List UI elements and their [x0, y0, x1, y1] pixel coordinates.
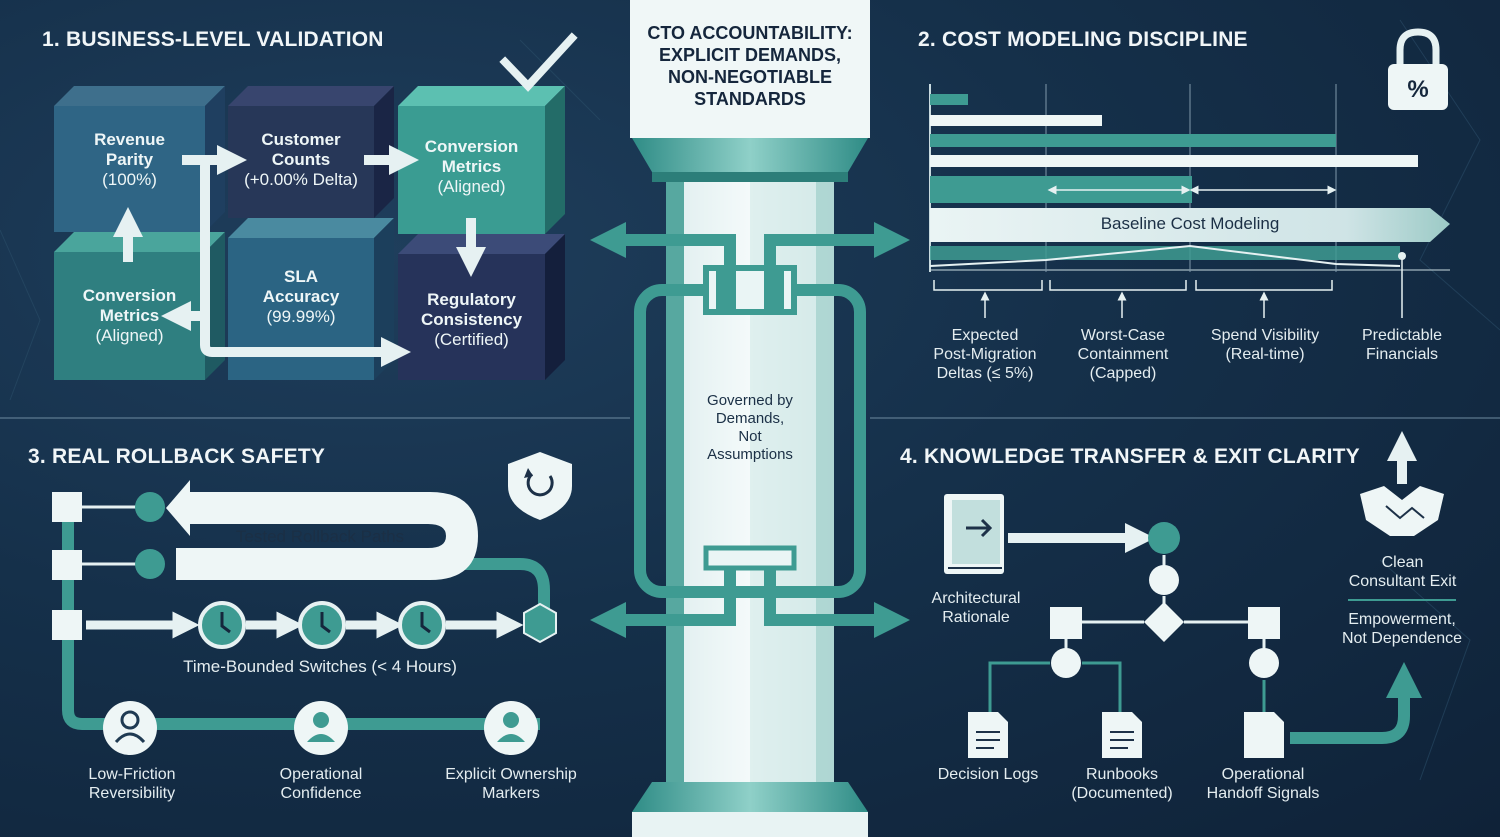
cost-bar — [930, 115, 1102, 126]
runbooks-label: Runbooks (Documented) — [1071, 766, 1173, 802]
time-bounded-label: Time-Bounded Switches (< 4 Hours) — [183, 657, 457, 676]
validation-heading: 1. BUSINESS-LEVEL VALIDATION — [42, 28, 384, 51]
rollback-heading: 3. REAL ROLLBACK SAFETY — [28, 445, 326, 468]
rationale-label: Architectural Rationale — [931, 590, 1021, 626]
ownership-label: Explicit Ownership Markers — [445, 766, 577, 802]
handshake-icon — [1360, 486, 1444, 536]
conversion-metrics-box-bottom: Conversion Metrics (Aligned) — [54, 286, 205, 346]
baseline-label: Baseline Cost Modeling — [1100, 214, 1280, 233]
cto-title: CTO ACCOUNTABILITY: EXPLICIT DEMANDS, NO… — [647, 23, 853, 109]
conversion-metrics-box-top: Conversion Metrics (Aligned) — [398, 137, 545, 197]
pillar-arrows — [590, 222, 910, 638]
box-detail: (Certified) — [434, 330, 509, 349]
shield-icon — [508, 452, 572, 520]
box-detail: (Aligned) — [437, 177, 506, 196]
svg-text:%: % — [1407, 76, 1428, 103]
cost-label-deltas: Expected Post-Migration Deltas (≤ 5%) — [933, 327, 1037, 382]
decision-logs-label: Decision Logs — [937, 766, 1039, 783]
box-title: Conversion Metrics — [82, 286, 177, 325]
cost-heading: 2. COST MODELING DISCIPLINE — [918, 28, 1248, 51]
box-title: Conversion Metrics — [424, 137, 519, 176]
revenue-parity-box: Revenue Parity (100%) — [54, 130, 205, 190]
governed-label: Governed by Demands, Not Assumptions — [707, 392, 793, 463]
book-icon — [944, 494, 1004, 574]
cost-bar — [930, 155, 1418, 167]
cost-label-containment: Worst-Case Containment (Capped) — [1077, 327, 1169, 382]
box-detail: (99.99%) — [266, 307, 336, 326]
clean-exit-label: Clean Consultant Exit — [1348, 554, 1457, 590]
lock-icon: % — [1388, 28, 1448, 110]
check-icon — [499, 32, 578, 92]
handoff-signals-label: Operational Handoff Signals — [1206, 766, 1320, 802]
validation-arrows — [113, 145, 486, 367]
box-title: Regulatory Consistency — [420, 290, 523, 329]
sla-accuracy-box: SLA Accuracy (99.99%) — [228, 267, 374, 327]
regulatory-consistency-box: Regulatory Consistency (Certified) — [398, 290, 545, 350]
cost-label-predictable: Predictable Financials — [1361, 327, 1443, 363]
person-icon — [103, 701, 538, 755]
confidence-label: Operational Confidence — [279, 766, 363, 802]
pillar-connectors — [700, 234, 800, 626]
box-detail: (100%) — [102, 170, 157, 189]
rollback-paths — [52, 480, 557, 730]
document-icon — [968, 712, 1284, 758]
knowledge-heading: 4. KNOWLEDGE TRANSFER & EXIT CLARITY — [900, 445, 1360, 468]
box-title: Revenue Parity — [94, 130, 165, 169]
customer-counts-box: Customer Counts (+0.00% Delta) — [228, 130, 374, 190]
box-detail: (+0.00% Delta) — [244, 170, 358, 189]
reversibility-label: Low-Friction Reversibility — [88, 766, 176, 802]
tested-rollback-label: Tested Rollback Paths — [235, 527, 405, 546]
cost-bar — [930, 94, 968, 105]
cost-bar — [930, 134, 1336, 147]
knowledge-flow — [988, 431, 1422, 744]
cost-chart — [929, 84, 1450, 318]
box-title: SLA Accuracy — [262, 267, 340, 306]
cost-label-visibility: Spend Visibility (Real-time) — [1210, 327, 1320, 363]
clock-icon — [198, 601, 446, 649]
empowerment-label: Empowerment, Not Dependence — [1341, 611, 1463, 647]
box-title: Customer Counts — [261, 130, 341, 169]
box-detail: (Aligned) — [95, 326, 164, 345]
baseline-arrow — [930, 208, 1450, 242]
